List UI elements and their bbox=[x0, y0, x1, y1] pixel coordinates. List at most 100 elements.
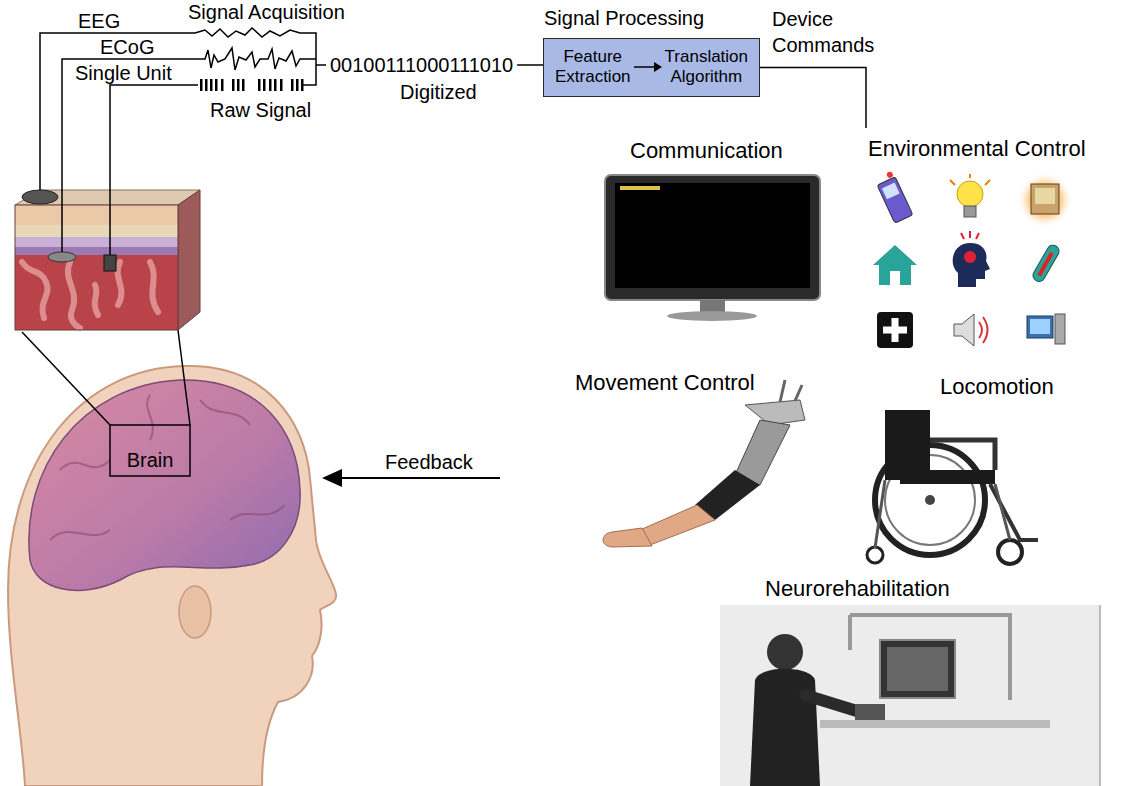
head-silhouette bbox=[953, 243, 990, 287]
flow-arrow-head bbox=[654, 62, 662, 72]
photo-edge bbox=[1099, 605, 1101, 786]
brain bbox=[29, 380, 300, 590]
person-head bbox=[767, 634, 803, 670]
rehab-photo bbox=[720, 605, 1100, 786]
spike bbox=[258, 79, 261, 91]
monitor-base bbox=[667, 311, 757, 321]
seat bbox=[900, 470, 995, 484]
bulb-base bbox=[964, 206, 976, 217]
rehab-frame bbox=[850, 615, 1010, 700]
spike bbox=[263, 79, 266, 91]
computer-monitor bbox=[1027, 316, 1053, 338]
hand-device bbox=[855, 704, 885, 720]
eeg-electrode bbox=[22, 190, 58, 204]
thermometer-icon bbox=[1031, 243, 1061, 284]
brain-gyri bbox=[50, 395, 285, 540]
spike bbox=[237, 79, 240, 91]
phone-body bbox=[877, 177, 913, 224]
thermo-body bbox=[1031, 243, 1061, 284]
signal-name: EEG bbox=[78, 11, 120, 31]
signal-name: ECoG bbox=[100, 37, 154, 57]
medical-box bbox=[877, 312, 913, 348]
ecog-wire bbox=[62, 59, 195, 252]
backrest bbox=[885, 410, 930, 480]
arrow-label: Feedback bbox=[385, 452, 473, 472]
spike bbox=[291, 79, 294, 91]
box-text: Translation Algorithm bbox=[665, 47, 748, 86]
monitor-screen bbox=[615, 183, 810, 288]
person-body bbox=[750, 669, 820, 786]
signal-bracket bbox=[310, 58, 316, 60]
application-title: Environmental Control bbox=[868, 138, 1086, 160]
head-rays bbox=[961, 231, 979, 239]
application-title: Locomotion bbox=[940, 376, 1054, 398]
spike bbox=[221, 79, 224, 91]
ear bbox=[179, 586, 211, 638]
head-outline bbox=[8, 366, 336, 786]
house-icon bbox=[873, 245, 917, 285]
eeg-wire bbox=[40, 33, 195, 190]
block-side bbox=[178, 190, 200, 330]
wheel-hub bbox=[925, 495, 935, 505]
phone-screen bbox=[882, 183, 900, 200]
monitor-frame bbox=[605, 175, 820, 300]
rehab-monitor bbox=[880, 640, 955, 698]
spike bbox=[200, 79, 203, 91]
zoom-frame bbox=[110, 425, 190, 476]
section-title: Signal Acquisition bbox=[188, 2, 345, 22]
organ-label: Brain bbox=[127, 450, 174, 470]
speaker-cone bbox=[954, 314, 974, 346]
bulb-rays bbox=[950, 174, 990, 185]
spike bbox=[205, 79, 208, 91]
computer-screen bbox=[1030, 319, 1050, 334]
feedback-line bbox=[338, 477, 500, 479]
single-unit-electrode bbox=[104, 255, 116, 271]
medical-plus bbox=[883, 327, 907, 334]
tv-glow bbox=[1017, 172, 1073, 228]
data-wire bbox=[517, 64, 543, 66]
head-icon bbox=[953, 231, 990, 287]
zoom-line bbox=[178, 330, 190, 425]
spike bbox=[280, 79, 283, 91]
arachnoid-layer bbox=[15, 247, 178, 255]
process-box: Signal ProcessingFeature ExtractionTrans… bbox=[543, 38, 760, 97]
bit-string: 00100111000111010 bbox=[330, 55, 513, 75]
box-heading: Signal Processing bbox=[544, 8, 704, 28]
arm-grip bbox=[745, 400, 805, 425]
computer-icon bbox=[1027, 314, 1065, 344]
cortex-layer bbox=[15, 255, 178, 330]
tv-body bbox=[1031, 184, 1059, 214]
scalp-layer bbox=[15, 205, 178, 225]
spike-train bbox=[200, 79, 304, 91]
phone-signal bbox=[886, 171, 894, 179]
flow-arrow-line bbox=[634, 66, 656, 68]
flow-arrow bbox=[631, 60, 665, 74]
block-outline bbox=[15, 205, 178, 330]
box-text: Feature Extraction bbox=[555, 47, 631, 86]
rehab-screen bbox=[887, 647, 948, 691]
ecog-waveform bbox=[195, 48, 310, 70]
output-title: Device Commands bbox=[772, 6, 882, 58]
screen-bar bbox=[620, 186, 660, 190]
desk bbox=[820, 720, 1050, 728]
house-door bbox=[890, 271, 900, 285]
bulb-icon bbox=[950, 174, 990, 217]
armrest bbox=[930, 440, 995, 470]
application-title: Communication bbox=[630, 140, 783, 162]
spike bbox=[269, 79, 272, 91]
ecog-electrode bbox=[48, 252, 76, 262]
medical-icon bbox=[877, 312, 913, 348]
tv-screen bbox=[1035, 188, 1055, 204]
caster bbox=[998, 540, 1022, 564]
dura-layer bbox=[15, 237, 178, 247]
spike bbox=[274, 79, 277, 91]
frame bbox=[875, 480, 1010, 548]
caster bbox=[867, 547, 883, 563]
skull-layer bbox=[15, 225, 178, 237]
person-arm bbox=[805, 695, 860, 712]
signal-caption: Raw Signal bbox=[210, 100, 311, 120]
arm-forearm bbox=[640, 505, 715, 545]
spike bbox=[210, 79, 213, 91]
